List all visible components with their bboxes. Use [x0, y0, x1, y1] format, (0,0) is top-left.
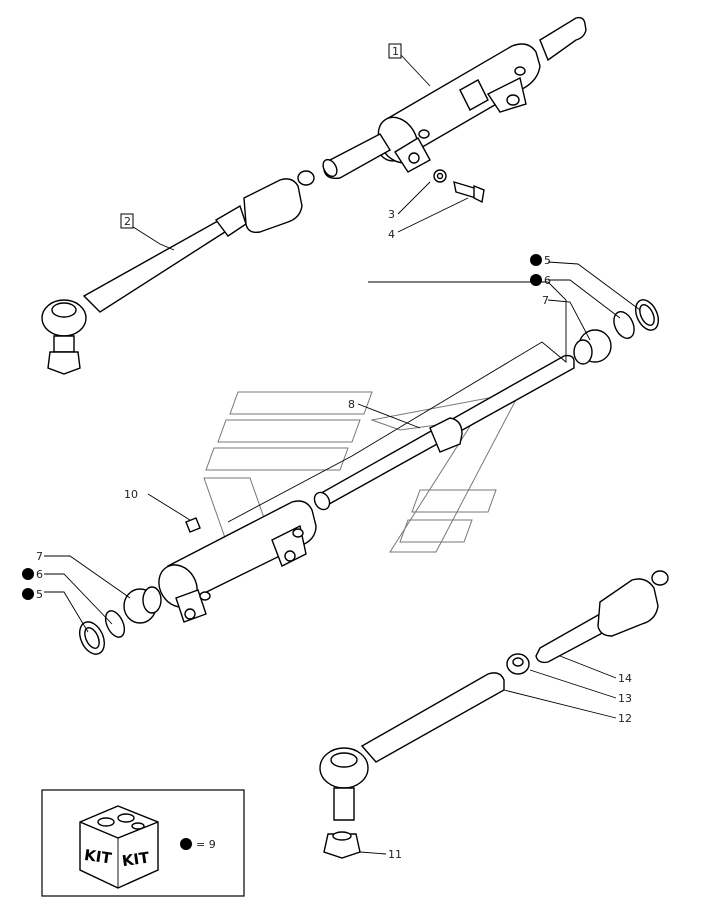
steering-rack-assembly: [322, 16, 587, 180]
seal-ring-part-6-left: [104, 610, 126, 638]
callout-6-left-label: 6: [36, 568, 43, 581]
grease-nipple-part-10: [185, 517, 201, 533]
callout-12-label: 12: [618, 712, 632, 725]
washer-part-3: [433, 169, 447, 183]
tie-rod-end-left: [41, 170, 315, 375]
rack-shaft-part-8: [313, 354, 575, 511]
kit-marker-5-left: [22, 588, 34, 600]
kit-label-right: KIT: [121, 848, 151, 870]
tie-rod-tube-part-12: [319, 672, 505, 821]
callout-1-label: 1: [392, 45, 399, 58]
ring-nut-part-5-left: [79, 621, 105, 655]
callout-14-label: 14: [618, 672, 632, 685]
sleeve-part-7-right: [573, 329, 612, 365]
kit-legend-equals: = 9: [196, 838, 216, 851]
callout-1: 1: [388, 43, 402, 59]
callout-5-left-label: 5: [36, 588, 43, 601]
callout-5-top-label: 5: [544, 254, 551, 267]
kit-marker-5-top: [530, 254, 542, 266]
steering-cylinder-mid: [158, 500, 317, 623]
callout-11-label: 11: [388, 848, 402, 861]
callout-13-label: 13: [618, 692, 632, 705]
callout-8-label: 8: [348, 398, 355, 411]
kit-legend-box: KIT KIT = 9: [41, 789, 245, 897]
callout-10-label: 10: [124, 488, 138, 501]
lock-nut-part-13: [506, 653, 530, 675]
kit-label-left: KIT: [83, 846, 113, 868]
inner-ball-joint-part-14: [535, 570, 669, 664]
leader-lines: [44, 53, 641, 855]
kit-marker-6-left: [22, 568, 34, 580]
callout-4-label: 4: [388, 228, 395, 241]
callout-2: 2: [120, 213, 134, 229]
callout-7-left-label: 7: [36, 550, 43, 563]
ring-nut-part-5-right: [634, 299, 660, 331]
kit-box-icon: KIT KIT: [79, 805, 159, 889]
callout-6-top-label: 6: [544, 274, 551, 287]
bolt-part-4: [453, 180, 485, 204]
kit-legend-marker: [180, 838, 192, 850]
callout-3-label: 3: [388, 208, 395, 221]
callout-7-right-label: 7: [542, 294, 549, 307]
seal-ring-part-6-right: [613, 311, 635, 339]
sleeve-part-7-left: [123, 586, 162, 624]
kit-marker-6-top: [530, 274, 542, 286]
castle-nut-part-11: [323, 831, 361, 859]
callout-2-label: 2: [124, 215, 131, 228]
